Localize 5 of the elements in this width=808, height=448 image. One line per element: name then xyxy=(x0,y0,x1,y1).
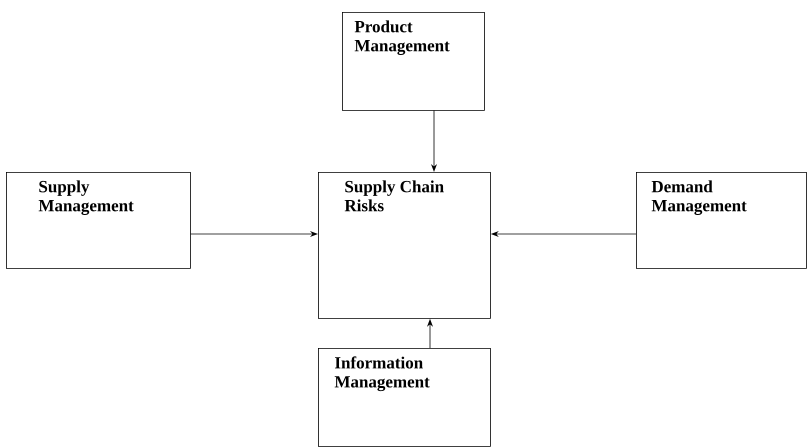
process-box: Supply Management xyxy=(6,172,191,269)
process-box: Supply Chain Risks xyxy=(318,172,491,319)
process-box: Product Management xyxy=(342,12,485,111)
process-box: Information Management xyxy=(318,348,491,447)
process-box: Demand Management xyxy=(636,172,807,269)
